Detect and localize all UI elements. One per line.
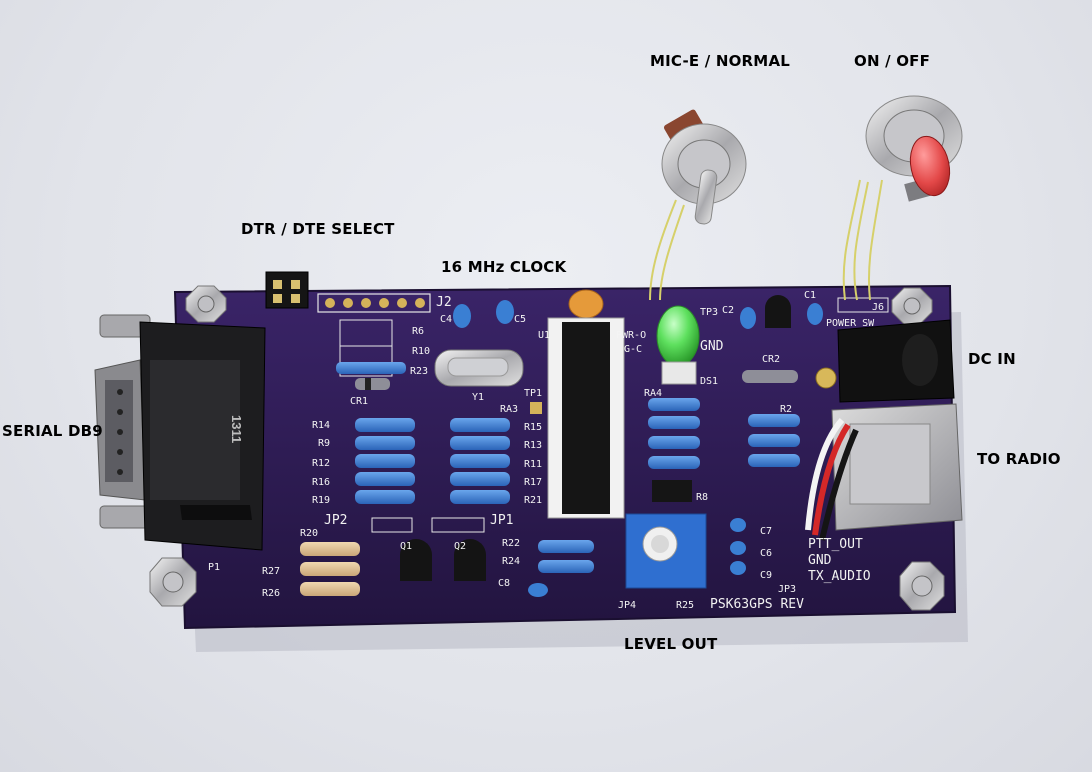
- silk-r27: R27: [262, 566, 280, 577]
- crystal-y1: Y1: [434, 349, 524, 403]
- mic-e-toggle-switch: [649, 109, 747, 301]
- silk-j6: J6: [872, 302, 884, 313]
- dc-jack: [815, 319, 955, 403]
- tan-resistors: R20 R27 R26: [262, 528, 360, 599]
- silk-r8: R8: [696, 492, 708, 503]
- silk-r20: R20: [300, 528, 318, 539]
- on-off-switch: [842, 95, 963, 301]
- label-mic-e-normal: MIC-E / NORMAL: [650, 52, 791, 70]
- silk-c5: C5: [514, 314, 526, 325]
- label-on-off: ON / OFF: [854, 52, 931, 70]
- left-top-parts: R6 R10 R23 CR1: [336, 319, 430, 407]
- silk-r24: R24: [502, 556, 520, 567]
- silk-r23: R23: [410, 366, 428, 377]
- silk-c7: C7: [760, 526, 772, 537]
- silk-gnd-top: GND: [700, 339, 724, 354]
- silk-j2: J2: [436, 295, 452, 310]
- silk-jp4: JP4: [618, 600, 636, 611]
- label-level-out: LEVEL OUT: [624, 635, 718, 653]
- radio-jack: [805, 403, 963, 541]
- db9-connector: 1311: [94, 314, 266, 551]
- silk-ptt-out: PTT_OUT: [808, 537, 863, 552]
- j2-header: J2: [317, 293, 452, 313]
- label-dtr-dte-select: DTR / DTE SELECT: [241, 220, 395, 238]
- silk-c9: C9: [760, 570, 772, 581]
- db9-marking: 1311: [229, 415, 244, 443]
- dtr-dte-jumper: [265, 271, 309, 309]
- silk-cr1: CR1: [350, 396, 368, 407]
- silk-r10: R10: [412, 346, 430, 357]
- level-trimmer: JP4 R25: [618, 513, 707, 611]
- standoff-bottom-left: [149, 557, 197, 607]
- transistors: Q1 Q2: [400, 539, 486, 581]
- label-to-radio: TO RADIO: [977, 450, 1061, 468]
- silk-jp1: JP1: [490, 513, 513, 528]
- resistor-bank-middle: RA3 R15 R13 R11 R17 R21: [450, 404, 542, 506]
- resistor-bank-right: RA4 R2 R8: [644, 388, 800, 503]
- silk-u1: U1: [538, 330, 550, 341]
- silk-r2: R2: [780, 404, 792, 415]
- label-16mhz-clock: 16 MHz CLOCK: [441, 258, 567, 276]
- tp1: TP1: [524, 388, 542, 414]
- top-right-silks: TP3 GND PWR-O G-C: [616, 307, 724, 355]
- label-dc-in: DC IN: [968, 350, 1016, 368]
- silk-y1: Y1: [472, 392, 484, 403]
- ic-u1: U1: [538, 317, 625, 519]
- resistor-bank-left: R14 R9 R12 R16 R19: [312, 418, 415, 506]
- silk-r22: R22: [502, 538, 520, 549]
- silk-r15: R15: [524, 422, 542, 433]
- silk-tx-audio: TX_AUDIO: [808, 569, 871, 584]
- jumper-center: [652, 480, 692, 502]
- board-name-silk: PSK63GPS REV: [710, 597, 804, 612]
- silk-jp2: JP2: [324, 513, 347, 528]
- standoff-top-right: [891, 287, 933, 325]
- orange-capacitor: [568, 289, 604, 319]
- silk-ra4: RA4: [644, 388, 662, 399]
- silk-r6: R6: [412, 326, 424, 337]
- standoff-bottom-right: [899, 561, 945, 611]
- silk-r9: R9: [318, 438, 330, 449]
- silk-r12: R12: [312, 458, 330, 469]
- silk-ds1: DS1: [700, 376, 718, 387]
- silk-c8: C8: [498, 578, 510, 589]
- cr2-area: CR2: [742, 295, 798, 383]
- silk-r25: R25: [676, 600, 694, 611]
- silk-c2: C2: [722, 305, 734, 316]
- resistors-r22-r24: R22 R24: [502, 538, 594, 573]
- silk-cr2: CR2: [762, 354, 780, 365]
- led-indicator: DS1: [656, 305, 718, 387]
- silk-power-sw: POWER SW: [826, 318, 875, 329]
- silk-r17: R17: [524, 477, 542, 488]
- silk-c4: C4: [440, 314, 452, 325]
- silk-q1: Q1: [400, 541, 412, 552]
- silk-r13: R13: [524, 440, 542, 451]
- standoff-top-left: [185, 285, 227, 323]
- silk-r26: R26: [262, 588, 280, 599]
- jumper-silks: JP2 JP1: [324, 513, 513, 533]
- silk-pwr-o: PWR-O: [616, 330, 646, 341]
- bottom-right-silks: PTT_OUT GND TX_AUDIO JP3 P1 PSK63GPS REV: [208, 537, 871, 612]
- silk-gnd-bottom: GND: [808, 553, 832, 568]
- power-switch-header: J6 POWER SW: [826, 297, 889, 329]
- silk-tp1: TP1: [524, 388, 542, 399]
- silk-r21: R21: [524, 495, 542, 506]
- silk-c1: C1: [804, 290, 816, 301]
- silk-g-c: G-C: [624, 344, 642, 355]
- silk-q2: Q2: [454, 541, 466, 552]
- corner-standoffs: [149, 285, 945, 611]
- blue-capacitors: C4 C5 C2 C1 C7 C6 C9 C8: [440, 290, 823, 597]
- silk-r16: R16: [312, 477, 330, 488]
- silk-p1: P1: [208, 562, 220, 573]
- silk-r19: R19: [312, 495, 330, 506]
- silk-tp3: TP3: [700, 307, 718, 318]
- silk-r14: R14: [312, 420, 330, 431]
- silk-jp3: JP3: [778, 584, 796, 595]
- silk-ra3: RA3: [500, 404, 518, 415]
- silk-r11: R11: [524, 459, 542, 470]
- silk-c6: C6: [760, 548, 772, 559]
- label-serial-db9: SERIAL DB9: [2, 422, 103, 440]
